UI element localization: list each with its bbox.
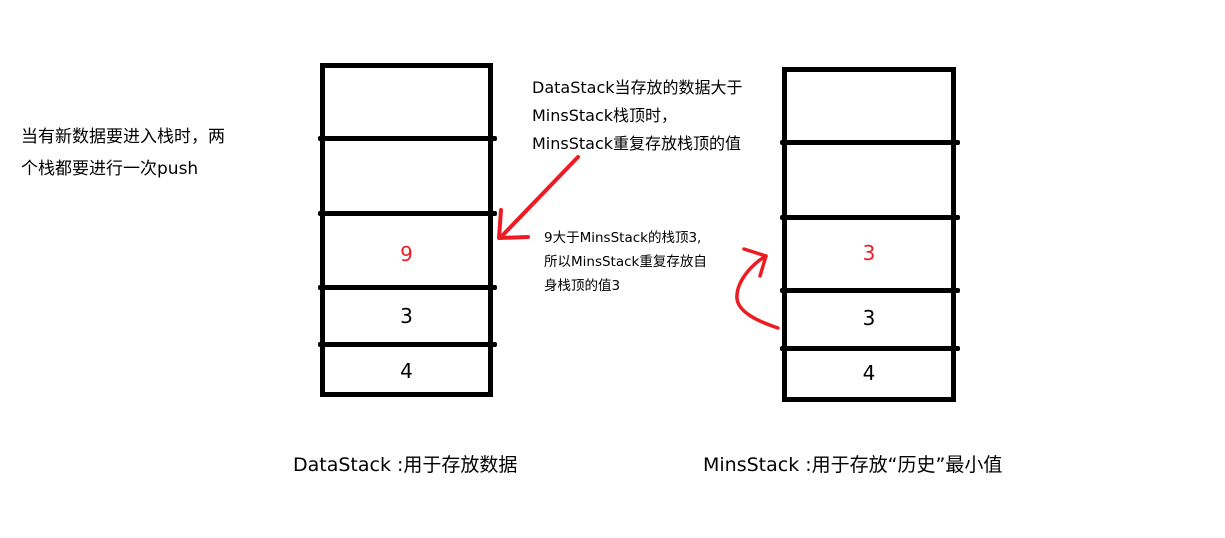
mins-stack-cell-3: 3 <box>862 241 876 265</box>
annotation-middle-line-2: 所以MinsStack重复存放自 <box>544 254 707 270</box>
arrow-head <box>497 208 530 240</box>
curved-arrow-mins-stack <box>735 247 780 330</box>
curved-arrow-shaft <box>735 254 780 330</box>
mins-stack-divider <box>780 288 960 293</box>
data-stack-cell-4: 3 <box>400 304 413 328</box>
data-stack-frame <box>320 63 493 397</box>
data-stack-caption: DataStack :用于存放数据 <box>293 454 518 476</box>
data-stack-divider <box>318 285 497 290</box>
annotation-top-line-3: MinsStack重复存放栈顶的值 <box>532 134 742 153</box>
mins-stack-cell-4: 3 <box>862 306 876 330</box>
data-stack-cell-5: 4 <box>400 359 413 383</box>
mins-stack-divider <box>780 215 960 220</box>
annotation-middle-line-3: 身栈顶的值3 <box>544 278 621 294</box>
mins-stack-cell-5: 4 <box>862 361 876 385</box>
annotation-top-line-2: MinsStack栈顶时， <box>532 106 678 125</box>
data-stack-cell-3: 9 <box>400 242 413 266</box>
intro-text: 当有新数据要进入栈时，两 个栈都要进行一次push <box>21 121 225 185</box>
mins-stack: 3 3 4 <box>780 67 960 402</box>
intro-line-1: 当有新数据要进入栈时，两 <box>21 127 225 147</box>
mins-stack-divider <box>780 140 960 145</box>
data-stack-divider <box>318 211 497 216</box>
annotation-top: DataStack当存放的数据大于 MinsStack栈顶时， MinsStac… <box>532 74 743 158</box>
annotation-top-line-1: DataStack当存放的数据大于 <box>532 78 743 97</box>
data-stack-divider <box>318 136 497 141</box>
mins-stack-divider <box>780 346 960 351</box>
annotation-middle: 9大于MinsStack的栈顶3, 所以MinsStack重复存放自 身栈顶的值… <box>544 226 707 298</box>
intro-line-2: 个栈都要进行一次push <box>21 159 199 179</box>
data-stack: 9 3 4 <box>318 63 497 397</box>
mins-stack-caption: MinsStack :用于存放“历史”最小值 <box>703 454 1003 476</box>
mins-stack-frame <box>782 67 956 402</box>
curved-arrow-head <box>742 247 768 278</box>
annotation-middle-line-1: 9大于MinsStack的栈顶3, <box>544 230 702 246</box>
data-stack-divider <box>318 342 497 347</box>
